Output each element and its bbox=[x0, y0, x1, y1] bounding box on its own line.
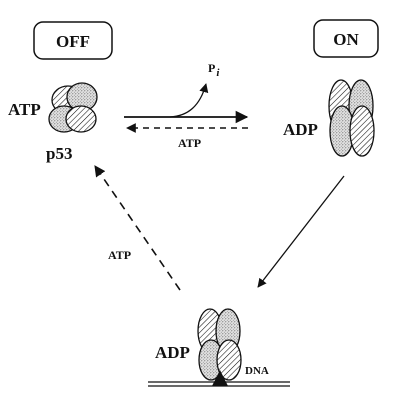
p53-off-tetramer bbox=[48, 82, 98, 133]
dna-binding-site-marker bbox=[212, 370, 228, 386]
pi-label: Pi bbox=[208, 61, 220, 79]
dna-strand bbox=[148, 370, 290, 387]
p53-label: p53 bbox=[46, 144, 72, 163]
atp-reverse-label: ATP bbox=[178, 136, 201, 150]
on-label: ON bbox=[333, 30, 359, 49]
pi-release-arrow bbox=[169, 83, 209, 118]
off-state-badge: OFF bbox=[33, 21, 113, 60]
off-label: OFF bbox=[56, 32, 90, 51]
atp-off-label: ATP bbox=[8, 100, 41, 119]
adp-on-label: ADP bbox=[283, 120, 318, 139]
on-state-badge: ON bbox=[313, 19, 379, 58]
adp-dna-label: ADP bbox=[155, 343, 190, 362]
atp-return-label: ATP bbox=[108, 248, 131, 262]
dna-to-off-dashed-arrow bbox=[94, 165, 181, 291]
p53-dna-bound-tetramer bbox=[197, 308, 242, 381]
p53-on-tetramer bbox=[328, 79, 375, 157]
dna-label: DNA bbox=[245, 365, 269, 377]
on-to-dna-arrow bbox=[257, 175, 345, 288]
